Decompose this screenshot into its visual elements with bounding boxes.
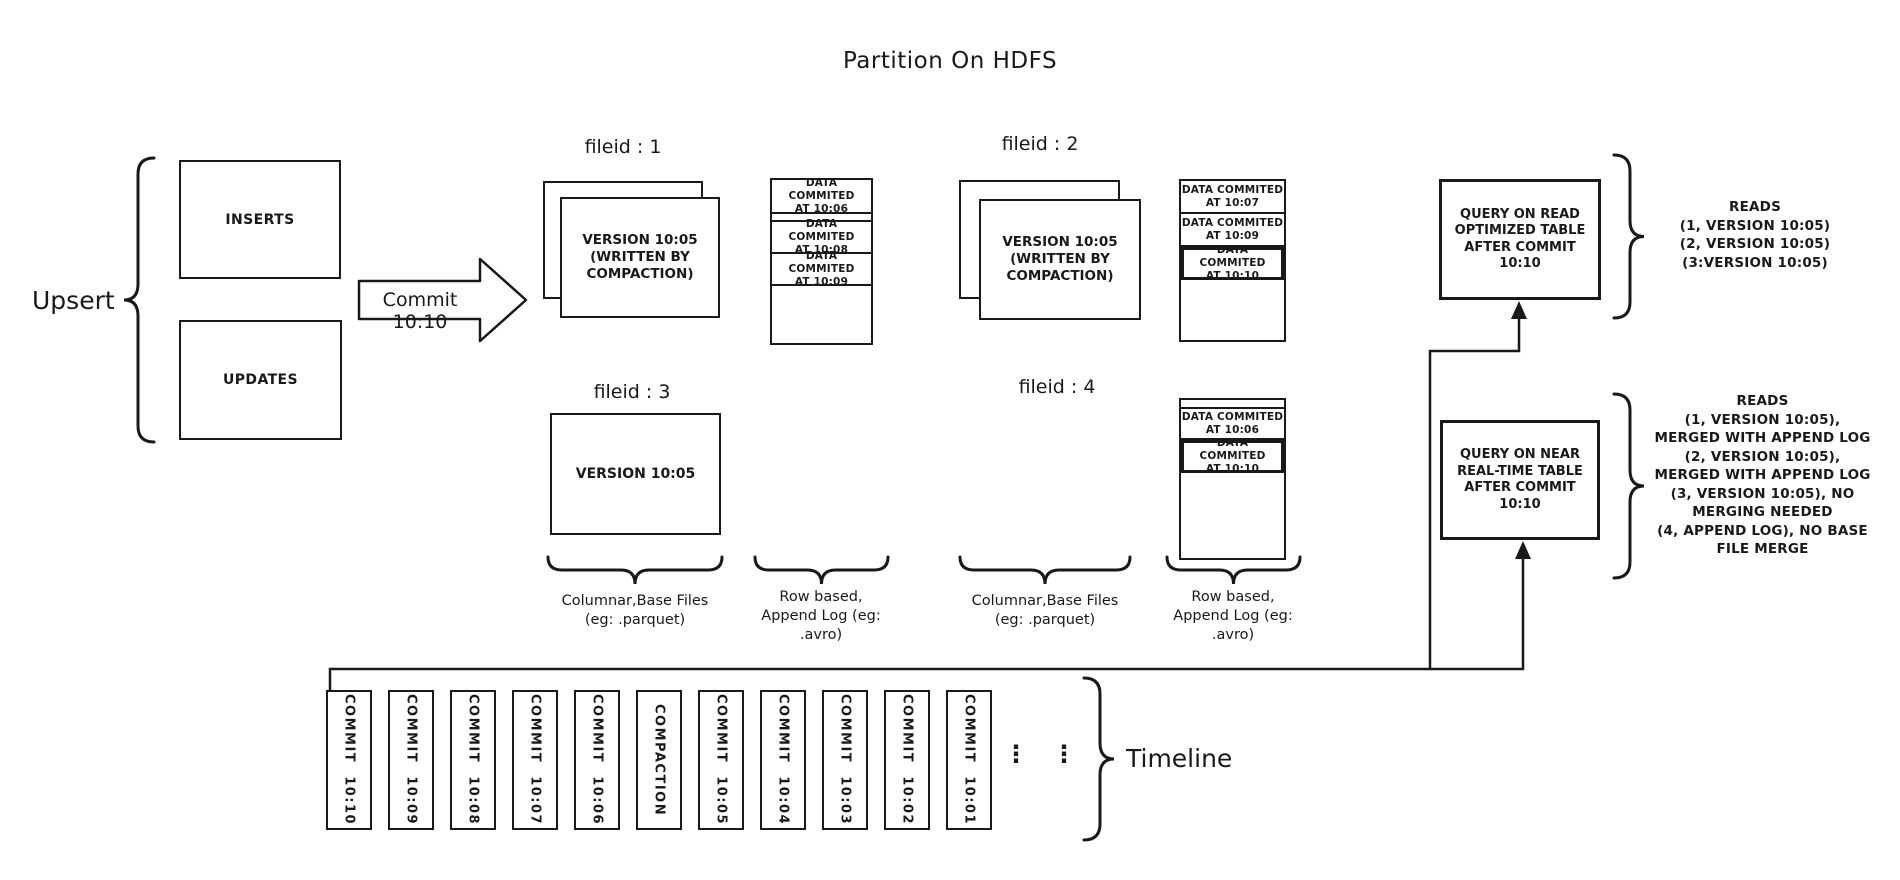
query-read-optimized-box: QUERY ON READ OPTIMIZED TABLE AFTER COMM… <box>1439 179 1601 300</box>
log-row: DATA COMMITED AT 10:06 <box>772 177 871 215</box>
query-near-realtime-box: QUERY ON NEAR REAL-TIME TABLE AFTER COMM… <box>1440 420 1600 540</box>
fileid-1-append-log: DATA COMMITED AT 10:06 DATA COMMITED AT … <box>770 177 873 345</box>
row-based-log-label-left: Row based, Append Log (eg: .avro) <box>761 589 881 643</box>
fileid-3-base-text: VERSION 10:05 <box>575 465 696 482</box>
fileid-1-base-text: VERSION 10:05 (WRITTEN BY COMPACTION) <box>582 232 698 282</box>
log-row: DATA COMMITED AT 10:09 <box>772 250 871 288</box>
fileid-2-base-file: VERSION 10:05 (WRITTEN BY COMPACTION) <box>979 199 1141 320</box>
reads-brace-optimized <box>1612 153 1645 320</box>
fileid-1-label: fileid : 1 <box>584 136 662 158</box>
reads-near-realtime: READS (1, VERSION 10:05), MERGED WITH AP… <box>1654 393 1871 557</box>
reads-read-optimized: READS (1, VERSION 10:05) (2, VERSION 10:… <box>1679 199 1831 271</box>
log-row: DATA COMMITED AT 10:08 <box>772 218 871 256</box>
query-read-optimized-text: QUERY ON READ OPTIMIZED TABLE AFTER COMM… <box>1454 206 1586 272</box>
arrowhead-read-optimized <box>1511 301 1527 319</box>
updates-label: UPDATES <box>223 372 298 388</box>
log-row-latest: DATA COMMITED AT 10:10 <box>1181 244 1284 282</box>
log-row: DATA COMMITED AT 10:06 <box>1181 409 1284 440</box>
fileid-1-base-file: VERSION 10:05 (WRITTEN BY COMPACTION) <box>560 197 720 318</box>
row-based-log-label-right: Row based, Append Log (eg: .avro) <box>1173 589 1293 643</box>
upsert-label: Upsert <box>32 286 115 315</box>
timeline-commit-box: COMMIT 10:02 <box>884 690 930 830</box>
inserts-label: INSERTS <box>225 211 295 228</box>
upsert-brace <box>123 156 156 444</box>
timeline-ellipsis: ⋮ <box>1004 740 1028 768</box>
fileid-2-base-text: VERSION 10:05 (WRITTEN BY COMPACTION) <box>1002 234 1118 284</box>
timeline-commit-box: COMMIT 10:06 <box>574 690 620 830</box>
columnar-base-files-label-right: Columnar,Base Files (eg: .parquet) <box>971 593 1119 628</box>
branch-to-read-optimized-line <box>1428 317 1521 669</box>
timeline-compaction-box: COMPACTION <box>636 690 682 830</box>
timeline-label: Timeline <box>1126 744 1233 773</box>
timeline-commit-box: COMMIT 10:07 <box>512 690 558 830</box>
updates-box: UPDATES <box>179 320 342 440</box>
rowbased-brace-left <box>753 555 890 585</box>
reads-brace-realtime <box>1612 392 1645 580</box>
timeline-commit-box: COMMIT 10:10 <box>326 690 372 830</box>
page-title: Partition On HDFS <box>842 48 1058 74</box>
log-row-latest: DATA COMMITED AT 10:10 <box>1181 437 1284 475</box>
log-spacer <box>772 214 871 222</box>
timeline-strip: COMMIT 10:10 COMMIT 10:09 COMMIT 10:08 C… <box>326 690 992 830</box>
fileid-2-label: fileid : 2 <box>1001 133 1079 155</box>
fileid-3-label: fileid : 3 <box>593 381 671 403</box>
timeline-to-queries-line <box>328 557 1525 692</box>
commit-arrow-label: Commit 10:10 <box>382 289 458 333</box>
inserts-box: INSERTS <box>179 160 341 279</box>
columnar-brace-left <box>546 555 724 585</box>
columnar-base-files-label-left: Columnar,Base Files (eg: .parquet) <box>561 593 709 628</box>
log-spacer <box>1181 400 1284 409</box>
fileid-2-append-log: DATA COMMITED AT 10:07 DATA COMMITED AT … <box>1179 179 1286 342</box>
timeline-commit-box: COMMIT 10:09 <box>388 690 434 830</box>
log-row: DATA COMMITED AT 10:07 <box>1181 181 1284 214</box>
arrowhead-near-realtime <box>1515 541 1531 559</box>
fileid-3-base-file: VERSION 10:05 <box>550 413 721 535</box>
query-near-realtime-text: QUERY ON NEAR REAL-TIME TABLE AFTER COMM… <box>1457 447 1583 512</box>
timeline-commit-box: COMMIT 10:05 <box>698 690 744 830</box>
timeline-brace <box>1082 676 1115 842</box>
timeline-ellipsis: ⋮ <box>1052 740 1076 768</box>
log-row: DATA COMMITED AT 10:09 <box>1181 214 1284 247</box>
columnar-brace-right <box>958 555 1132 585</box>
rowbased-brace-right <box>1165 555 1302 585</box>
timeline-commit-box: COMMIT 10:01 <box>946 690 992 830</box>
commit-arrow-shape <box>357 257 528 343</box>
fileid-4-label: fileid : 4 <box>1018 376 1096 398</box>
timeline-commit-box: COMMIT 10:08 <box>450 690 496 830</box>
timeline-commit-box: COMMIT 10:03 <box>822 690 868 830</box>
timeline-commit-box: COMMIT 10:04 <box>760 690 806 830</box>
fileid-4-append-log: DATA COMMITED AT 10:06 DATA COMMITED AT … <box>1179 398 1286 560</box>
